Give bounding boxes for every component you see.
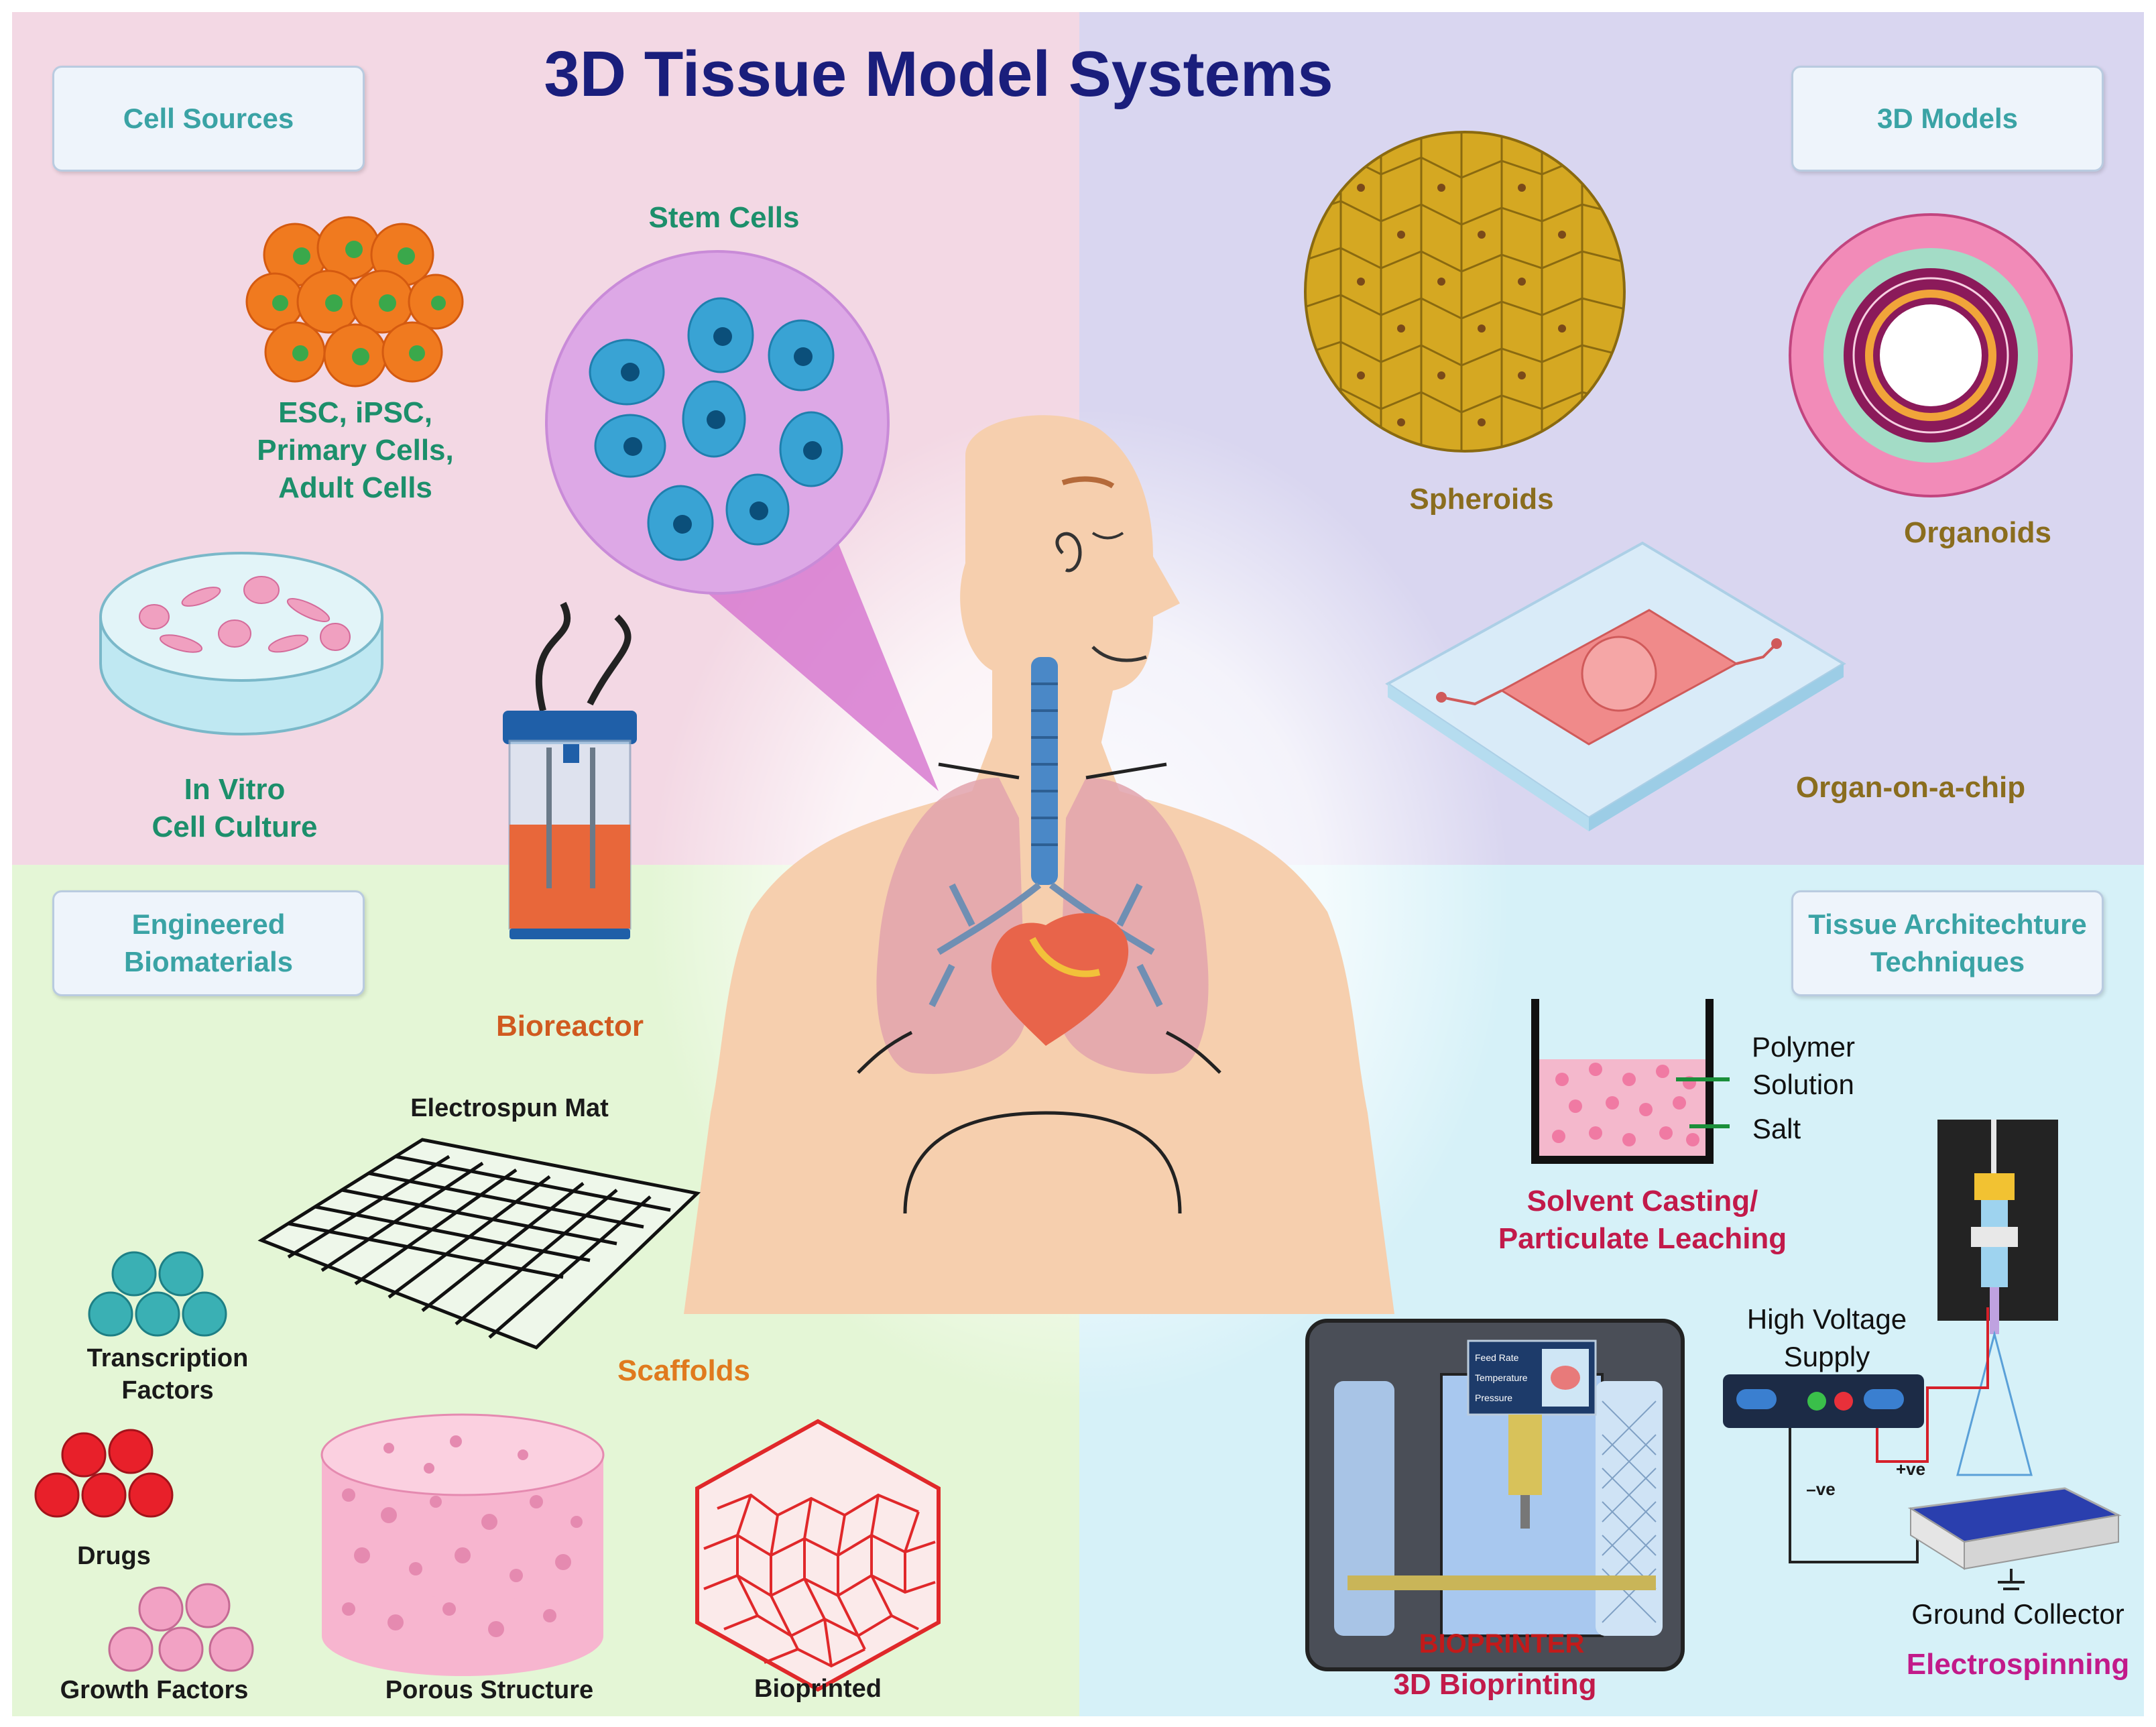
esc-label: ESC, iPSC, Primary Cells, Adult Cells — [221, 394, 489, 507]
polymer-line2: Solution — [1752, 1069, 1854, 1100]
high-voltage-label: High Voltage Supply — [1716, 1301, 1937, 1376]
polymer-line1: Polymer — [1751, 1031, 1856, 1063]
transcription-line1: Transcription — [86, 1344, 249, 1372]
esc-label-line1: ESC, iPSC, — [278, 396, 432, 429]
electrospun-mat-illustration — [257, 1138, 701, 1350]
transcription-factors-illustration — [88, 1251, 227, 1337]
solvent-casting-label: Solvent Casting/ Particulate Leaching — [1461, 1183, 1823, 1258]
growth-factors-label: Growth Factors — [60, 1676, 249, 1704]
section-3d-models: 3D Models — [1791, 66, 2104, 172]
in-vitro-label: In Vitro Cell Culture — [101, 771, 369, 846]
section-engineered-biomaterials: Engineered Biomaterials — [52, 890, 365, 996]
high-voltage-line2: Supply — [1783, 1341, 1870, 1372]
porous-structure-illustration — [320, 1413, 605, 1676]
bioprinter-brand-text: BIOPRINTER — [1419, 1629, 1585, 1659]
organoid-illustration — [1789, 213, 2073, 497]
electrospun-mat-label: Electrospun Mat — [410, 1094, 609, 1122]
plus-ve-label: +ve — [1895, 1459, 1926, 1479]
organoids-label: Organoids — [1903, 516, 2052, 549]
solvent-line1: Solvent Casting/ — [1526, 1185, 1758, 1217]
screen-row-2: Temperature — [1475, 1372, 1528, 1383]
organ-on-chip-illustration — [1385, 541, 1846, 831]
organ-on-chip-label: Organ-on-a-chip — [1795, 771, 2026, 804]
screen-row-1: Feed Rate — [1475, 1352, 1519, 1363]
porous-structure-label: Porous Structure — [385, 1676, 594, 1704]
stem-cells-callout — [545, 250, 939, 791]
electrospinning-label: Electrospinning — [1906, 1648, 2130, 1681]
page-title: 3D Tissue Model Systems — [544, 38, 1333, 110]
electrospinning-illustration — [1723, 1120, 2122, 1590]
esc-cells-illustration — [245, 216, 464, 388]
growth-factors-illustration — [108, 1583, 254, 1672]
ground-collector-label: Ground Collector — [1911, 1598, 2124, 1630]
bioprinting-label: 3D Bioprinting — [1393, 1668, 1597, 1701]
transcription-line2: Factors — [121, 1376, 214, 1405]
human-torso-illustration — [684, 415, 1394, 1314]
esc-label-line2: Primary Cells, — [257, 434, 454, 467]
screen-row-3: Pressure — [1475, 1392, 1512, 1403]
section-biomaterials-line2: Biomaterials — [123, 946, 294, 977]
section-cell-sources: Cell Sources — [52, 66, 365, 172]
spheroids-label: Spheroids — [1409, 483, 1554, 516]
spheroid-illustration — [1304, 131, 1626, 453]
section-cell-sources-label: Cell Sources — [123, 103, 294, 134]
bioreactor-label: Bioreactor — [495, 1010, 644, 1043]
in-vitro-line2: Cell Culture — [152, 811, 318, 843]
esc-label-line3: Adult Cells — [278, 471, 432, 504]
section-tissue-architecture: Tissue Architechture Techniques — [1791, 890, 2104, 996]
minus-ve-label: –ve — [1806, 1479, 1836, 1499]
drugs-label: Drugs — [77, 1542, 151, 1570]
polymer-solution-label: Polymer Solution — [1730, 1028, 1877, 1104]
drugs-illustration — [34, 1429, 174, 1518]
bioprinted-scaffold-illustration — [695, 1419, 941, 1692]
scaffolds-label: Scaffolds — [617, 1354, 751, 1387]
transcription-factors-label: Transcription Factors — [60, 1342, 275, 1407]
stem-cells-label: Stem Cells — [648, 201, 800, 234]
section-biomaterials-line1: Engineered — [131, 908, 286, 940]
solvent-line2: Particulate Leaching — [1498, 1222, 1787, 1255]
bioprinter-illustration: BIOPRINTER Feed Rate Temperature Pressur… — [1305, 1319, 1685, 1671]
bioprinted-label: Bioprinted — [754, 1675, 882, 1703]
section-3d-models-label: 3D Models — [1876, 103, 2019, 134]
high-voltage-line1: High Voltage — [1746, 1303, 1907, 1335]
solvent-casting-illustration — [1531, 999, 1730, 1164]
salt-label: Salt — [1752, 1113, 1801, 1144]
section-architecture-line1: Tissue Architechture — [1808, 908, 2087, 940]
in-vitro-line1: In Vitro — [184, 773, 286, 806]
section-architecture-line2: Techniques — [1870, 946, 2025, 977]
bioreactor-illustration — [503, 601, 637, 939]
petri-dish-illustration — [99, 552, 383, 735]
